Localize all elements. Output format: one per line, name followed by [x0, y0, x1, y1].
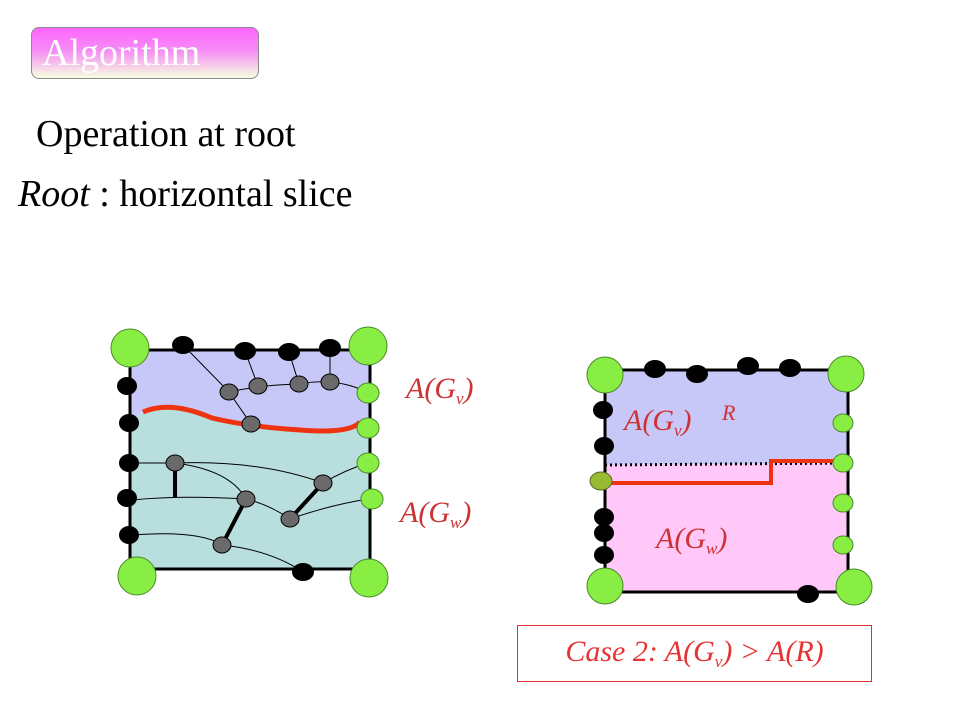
left-lower-region	[130, 407, 370, 570]
right-upper-region	[605, 369, 848, 465]
root-description: : horizontal slice	[99, 173, 353, 215]
right-lower-region	[605, 463, 848, 592]
case-box-text: Case 2: A(Gv) > A(R)	[565, 635, 824, 671]
left-boundary-nodes	[117, 336, 341, 581]
right-label-gv: A(Gv)	[624, 404, 692, 440]
case-box: Case 2: A(Gv) > A(R)	[517, 625, 872, 682]
left-internal-nodes	[165, 373, 340, 554]
root-statement: Root : horizontal slice	[18, 172, 353, 216]
algorithm-badge-label: Algorithm	[42, 32, 201, 74]
right-boundary-nodes	[593, 357, 819, 603]
left-diagram	[110, 326, 389, 598]
right-corner-nodes	[586, 355, 873, 606]
right-label-r: R	[722, 400, 736, 425]
algorithm-badge: Algorithm	[31, 27, 259, 79]
right-highlight-node	[589, 471, 613, 491]
right-green-side-nodes	[832, 413, 854, 555]
slide-subtitle: Operation at root	[36, 113, 296, 155]
left-green-side-nodes	[356, 382, 384, 510]
left-label-gv: A(Gv)	[406, 372, 474, 408]
left-label-gw: A(Gw)	[400, 496, 472, 532]
right-dotted-line	[604, 461, 849, 467]
right-label-gw: A(Gw)	[656, 522, 728, 558]
right-separator-line	[607, 459, 843, 485]
root-term: Root	[18, 173, 90, 215]
left-corner-nodes	[110, 326, 389, 598]
right-diagram	[586, 355, 873, 606]
